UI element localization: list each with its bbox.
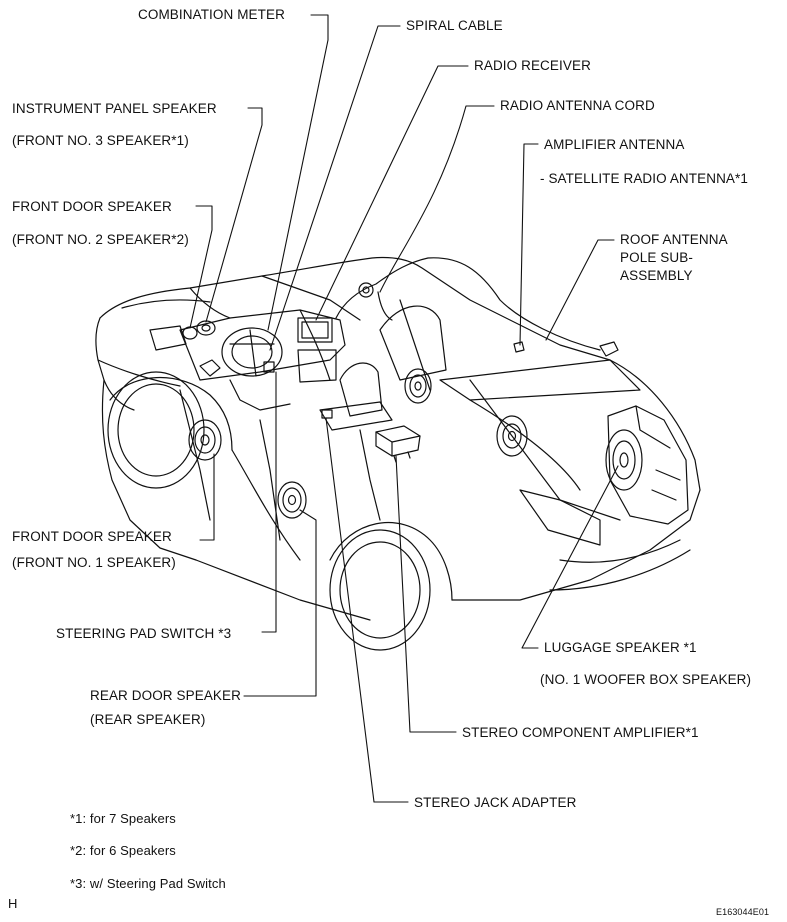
label-amplifier-antenna: AMPLIFIER ANTENNA xyxy=(544,137,685,152)
front-door-speaker-right xyxy=(496,415,528,457)
leader-lines xyxy=(189,14,619,803)
label-stereo-component-amplifier: STEREO COMPONENT AMPLIFIER*1 xyxy=(462,725,699,740)
dashboard-interior xyxy=(179,309,346,411)
stereo-jack-adapter-part xyxy=(321,409,333,419)
footnote-2: *2: for 6 Speakers xyxy=(70,843,176,858)
label-stereo-jack-adapter: STEREO JACK ADAPTER xyxy=(414,795,577,810)
front-door-speaker-no2 xyxy=(182,326,198,340)
seats xyxy=(319,305,447,431)
instrument-panel-speaker xyxy=(196,320,216,336)
label-steering-pad-switch: STEERING PAD SWITCH *3 xyxy=(56,626,232,641)
label-rear-speaker: (REAR SPEAKER) xyxy=(90,712,206,727)
label-front-door-speaker-upper: FRONT DOOR SPEAKER xyxy=(12,199,172,214)
footnote-1: *1: for 7 Speakers xyxy=(70,811,176,826)
label-spiral-cable: SPIRAL CABLE xyxy=(406,18,503,33)
front-door-speaker-no1 xyxy=(188,419,222,461)
label-rear-door-speaker: REAR DOOR SPEAKER xyxy=(90,688,241,703)
car-body-outline xyxy=(95,256,701,651)
label-roof-antenna-line2: POLE SUB- xyxy=(620,250,693,265)
label-roof-antenna-line1: ROOF ANTENNA xyxy=(620,232,728,247)
stereo-component-amplifier-box xyxy=(375,425,421,463)
label-front-no1-speaker: (FRONT NO. 1 SPEAKER) xyxy=(12,555,176,570)
label-combination-meter: COMBINATION METER xyxy=(138,7,285,22)
corner-mark-h: H xyxy=(8,896,18,911)
figure-code: E163044E01 xyxy=(716,907,770,917)
label-front-no2-speaker: (FRONT NO. 2 SPEAKER*2) xyxy=(12,232,189,247)
rear-speaker-right xyxy=(404,368,432,404)
label-front-door-speaker-lower: FRONT DOOR SPEAKER xyxy=(12,529,172,544)
label-radio-receiver: RADIO RECEIVER xyxy=(474,58,591,73)
label-woofer-box-speaker: (NO. 1 WOOFER BOX SPEAKER) xyxy=(540,672,752,687)
label-satellite-radio-antenna: - SATELLITE RADIO ANTENNA*1 xyxy=(540,171,749,186)
rear-door-speaker xyxy=(277,481,307,519)
antenna-cord xyxy=(335,257,619,357)
label-instrument-panel-speaker: INSTRUMENT PANEL SPEAKER xyxy=(12,101,217,116)
luggage-woofer-box xyxy=(605,405,689,525)
label-front-no3-speaker: (FRONT NO. 3 SPEAKER*1) xyxy=(12,133,189,148)
label-radio-antenna-cord: RADIO ANTENNA CORD xyxy=(500,98,655,113)
label-luggage-speaker: LUGGAGE SPEAKER *1 xyxy=(544,640,697,655)
steering-pad-switch-part xyxy=(263,361,275,373)
footnote-3: *3: w/ Steering Pad Switch xyxy=(70,876,226,891)
label-roof-antenna-line3: ASSEMBLY xyxy=(620,268,693,283)
